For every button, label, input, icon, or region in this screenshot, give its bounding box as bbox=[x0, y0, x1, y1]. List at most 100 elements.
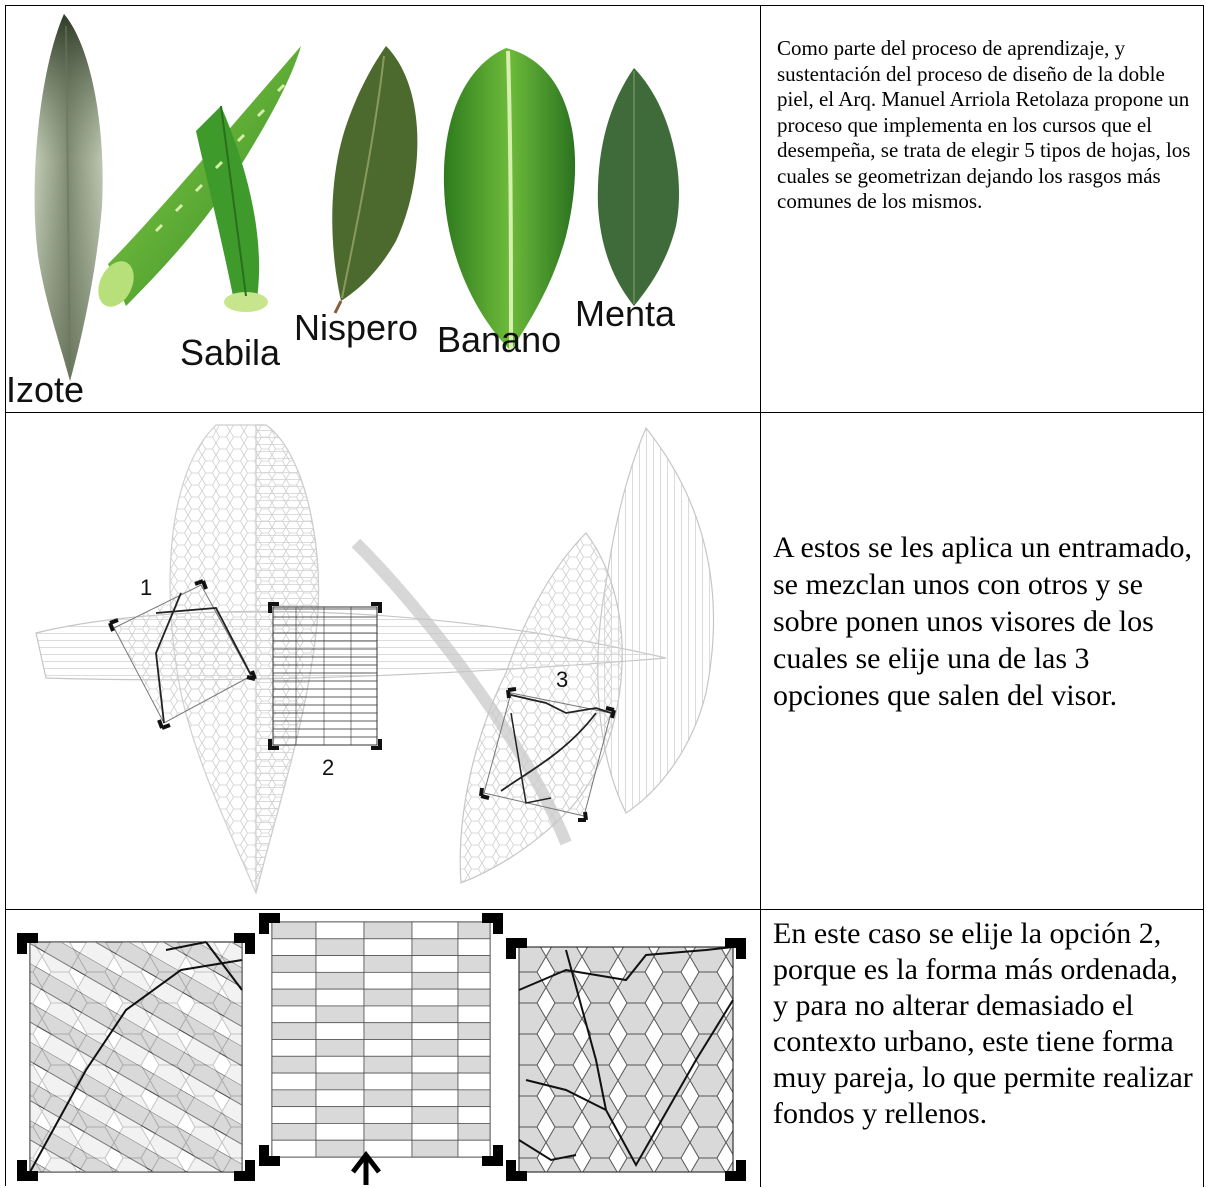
grid-cell bbox=[271, 921, 317, 940]
grid-cell bbox=[411, 1022, 459, 1040]
process-description: Como parte del proceso de aprendizaje, y… bbox=[777, 36, 1191, 213]
description-cell-1: Como parte del proceso de aprendizaje, y… bbox=[761, 6, 1204, 412]
grid-cell bbox=[315, 1039, 365, 1057]
options-cell bbox=[6, 910, 761, 1187]
grid-cell bbox=[271, 971, 317, 990]
grid-cell bbox=[271, 1089, 317, 1108]
viewer-2 bbox=[268, 602, 382, 750]
grid-cell bbox=[315, 1072, 365, 1091]
menta-leaf bbox=[597, 68, 680, 306]
grid-cell bbox=[363, 1106, 413, 1124]
grid-cell bbox=[315, 1055, 365, 1074]
grid-cell bbox=[457, 1123, 491, 1141]
nispero-label: Nispero bbox=[294, 307, 418, 348]
grid-cell bbox=[411, 921, 459, 940]
grid-cell bbox=[315, 955, 365, 973]
grid-cell bbox=[457, 971, 491, 990]
grid-cell bbox=[363, 1072, 413, 1091]
grid-cell bbox=[315, 988, 365, 1007]
grid-cell bbox=[411, 955, 459, 973]
grid-cell bbox=[457, 955, 491, 973]
grid-cell bbox=[457, 1005, 491, 1024]
grid-cell bbox=[411, 1055, 459, 1074]
grid-cell bbox=[315, 938, 365, 956]
leaf-photos: Izote Sabila Nispero Banano Menta bbox=[6, 14, 680, 410]
grid-cell bbox=[411, 988, 459, 1007]
izote-leaf bbox=[34, 14, 103, 381]
banano-leaf bbox=[443, 48, 576, 352]
grid-cell bbox=[271, 1005, 317, 1024]
grid-cell bbox=[315, 1022, 365, 1040]
viewer-label-3: 3 bbox=[556, 667, 568, 692]
grid-cell bbox=[457, 1139, 491, 1158]
leaf-pattern-diagram: 1 2 3 bbox=[35, 424, 715, 895]
grid-cell bbox=[457, 988, 491, 1007]
grid-cell bbox=[271, 1072, 317, 1091]
grid-cell bbox=[363, 938, 413, 956]
menta-label: Menta bbox=[575, 293, 676, 334]
viewer-options bbox=[17, 913, 746, 1185]
table-row-options: En este caso se elije la opción 2, porqu… bbox=[6, 910, 1204, 1187]
grid-cell bbox=[411, 1005, 459, 1024]
viewer-label-2: 2 bbox=[322, 755, 334, 780]
grid-cell bbox=[363, 1123, 413, 1141]
grid-cell bbox=[271, 1055, 317, 1074]
grid-cell bbox=[457, 1055, 491, 1074]
grid-cell bbox=[411, 1039, 459, 1057]
grid-cell bbox=[411, 1139, 459, 1158]
option-2-viewer bbox=[259, 913, 503, 1166]
grid-cell bbox=[315, 1089, 365, 1108]
grid-cell bbox=[411, 1089, 459, 1108]
option-3-viewer bbox=[506, 938, 746, 1181]
banano-label: Banano bbox=[437, 319, 561, 360]
grid-cell bbox=[271, 1106, 317, 1124]
grid-cell bbox=[315, 1005, 365, 1024]
grid-cell bbox=[363, 1039, 413, 1057]
sabila-leaf bbox=[98, 46, 301, 312]
grid-cell bbox=[411, 1106, 459, 1124]
grid-cell bbox=[411, 1123, 459, 1141]
grid-cell bbox=[271, 955, 317, 973]
sabila-label: Sabila bbox=[180, 332, 281, 373]
grid-cell bbox=[363, 955, 413, 973]
table-row-leaves: Izote Sabila Nispero Banano Menta Como p… bbox=[6, 6, 1204, 413]
grid-cell bbox=[457, 1106, 491, 1124]
option-1-viewer bbox=[17, 933, 255, 1181]
grid-cell bbox=[411, 1072, 459, 1091]
grid-cell bbox=[271, 1123, 317, 1141]
nispero-leaf bbox=[332, 46, 418, 314]
grid-cell bbox=[457, 1072, 491, 1091]
viewer-label-1: 1 bbox=[140, 575, 152, 600]
grid-cell bbox=[363, 988, 413, 1007]
grid-cell bbox=[457, 1089, 491, 1108]
grid-cell bbox=[363, 1139, 413, 1158]
selection-arrow-icon bbox=[351, 1150, 381, 1185]
grid-cell bbox=[363, 1055, 413, 1074]
grid-cell bbox=[271, 938, 317, 956]
grid-cell bbox=[271, 1139, 317, 1158]
grid-cell bbox=[271, 988, 317, 1007]
grid-cell bbox=[315, 971, 365, 990]
viewer-3 bbox=[479, 687, 616, 822]
grid-cell bbox=[363, 1022, 413, 1040]
grid-cell bbox=[271, 1039, 317, 1057]
grid-cell bbox=[363, 971, 413, 990]
grid-cell bbox=[315, 921, 365, 940]
grid-cell bbox=[457, 1022, 491, 1040]
description-cell-3: En este caso se elije la opción 2, porqu… bbox=[761, 910, 1204, 1187]
grid-cell bbox=[411, 938, 459, 956]
description-cell-2: A estos se les aplica un entramado, se m… bbox=[761, 413, 1204, 909]
grid-cell bbox=[363, 1005, 413, 1024]
pattern-diagram-cell: 1 2 3 bbox=[6, 413, 761, 909]
table-row-pattern: 1 2 3 A estos se les aplica un entramado… bbox=[6, 413, 1204, 910]
grid-cell bbox=[315, 1123, 365, 1141]
document-table: Izote Sabila Nispero Banano Menta Como p… bbox=[5, 5, 1204, 1187]
grid-cell bbox=[315, 1139, 365, 1158]
grid-cell bbox=[457, 921, 491, 940]
pattern-description: A estos se les aplica un entramado, se m… bbox=[773, 531, 1193, 712]
grid-cell bbox=[411, 971, 459, 990]
grid-cell bbox=[363, 921, 413, 940]
leaf-photos-cell: Izote Sabila Nispero Banano Menta bbox=[6, 6, 761, 412]
grid-cell bbox=[457, 938, 491, 956]
choice-description: En este caso se elije la opción 2, porqu… bbox=[773, 917, 1193, 1130]
